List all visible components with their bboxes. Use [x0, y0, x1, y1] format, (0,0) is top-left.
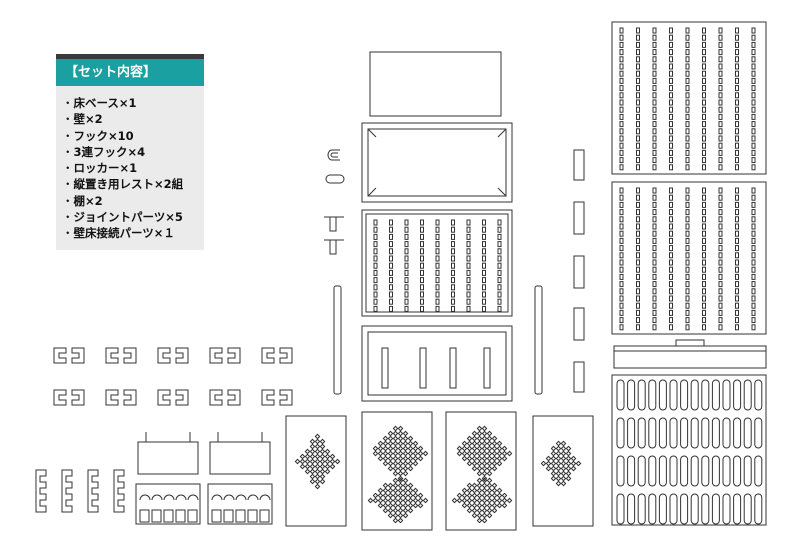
contents-title: 【セット内容】 — [56, 59, 204, 86]
vertical-rests — [135, 432, 273, 525]
joint-parts-column — [573, 149, 585, 393]
mesh-panel-3 — [445, 411, 517, 531]
shelf-box — [361, 325, 513, 402]
contents-item: ジョイントパーツ×5 — [62, 209, 183, 225]
contents-item: 壁×2 — [62, 111, 183, 127]
contents-item: フック×10 — [62, 128, 183, 144]
contents-item: 3連フック×4 — [62, 144, 183, 160]
mesh-panel-4 — [532, 415, 594, 527]
contents-item: 壁床接続パーツ×１ — [62, 225, 183, 241]
wall-panel-right-1 — [611, 21, 767, 175]
locker-panel — [361, 209, 513, 317]
s-clip-parts — [35, 469, 125, 513]
contents-item: 床ベース×1 — [62, 95, 183, 111]
wall-panel-top — [369, 51, 502, 117]
mesh-panel-1 — [285, 415, 347, 527]
contents-item: 縦置き用レスト×2組 — [62, 176, 184, 192]
contents-top-bar — [56, 54, 204, 59]
mesh-panel-2 — [361, 411, 433, 531]
contents-item: 棚×2 — [62, 193, 183, 209]
floor-strip — [613, 339, 767, 369]
hook-parts — [324, 149, 345, 255]
floor-base — [611, 374, 767, 526]
wall-panel-right-2 — [611, 181, 767, 335]
contents-item: ロッカー×1 — [62, 160, 183, 176]
posts — [333, 285, 543, 395]
bracket-parts — [53, 347, 293, 406]
shelf-tray — [361, 122, 513, 203]
contents-list: 床ベース×1 壁×2 フック×10 3連フック×4 ロッカー×1 縦置き用レスト… — [62, 95, 184, 242]
